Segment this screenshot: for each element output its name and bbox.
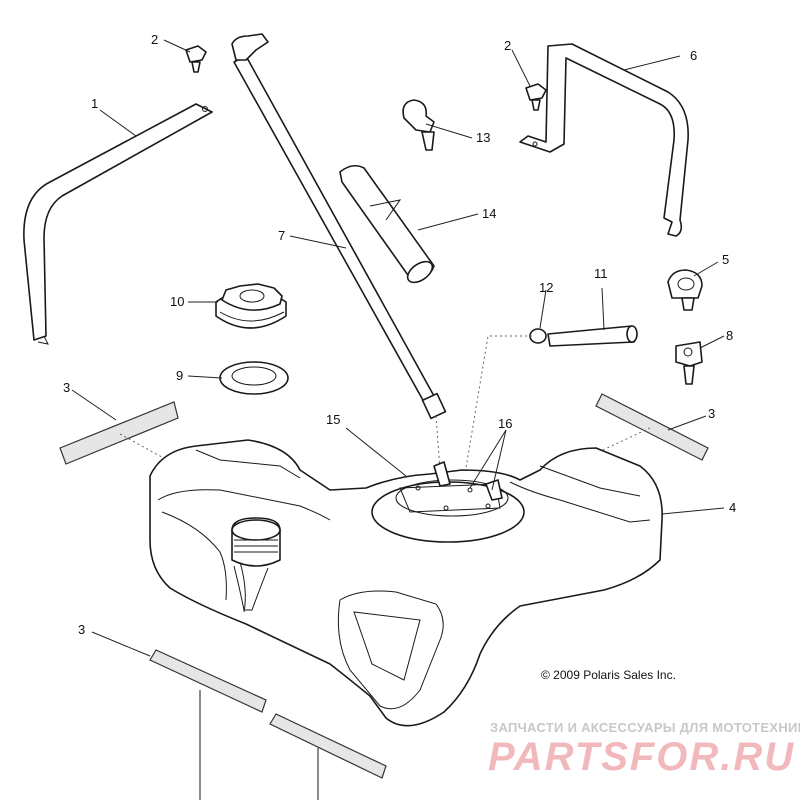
callout-13: 13 bbox=[476, 130, 490, 145]
leader-lines bbox=[71, 39, 725, 657]
part-2-bolt-left bbox=[185, 45, 207, 73]
watermark: ЗАПЧАСТИ И АКСЕССУАРЫ ДЛЯ МОТОТЕХНИКИ PA… bbox=[488, 720, 800, 779]
part-3-pad-bottom-1 bbox=[149, 649, 267, 800]
part-7-vent-hose bbox=[231, 33, 447, 471]
part-11-hose bbox=[547, 325, 638, 347]
callout-7: 7 bbox=[278, 228, 285, 243]
callout-2-left: 2 bbox=[151, 32, 158, 47]
part-5-clamp bbox=[667, 269, 703, 311]
callout-10: 10 bbox=[170, 294, 184, 309]
part-14-sleeve bbox=[339, 164, 435, 284]
callout-8: 8 bbox=[726, 328, 733, 343]
part-2-bolt-right bbox=[525, 83, 547, 111]
part-1-left-strap bbox=[23, 103, 213, 345]
part-6-right-strap bbox=[519, 43, 689, 237]
watermark-tagline: ЗАПЧАСТИ И АКСЕССУАРЫ ДЛЯ МОТОТЕХНИКИ bbox=[490, 720, 800, 735]
part-12-clamp bbox=[529, 328, 547, 344]
copyright-notice: © 2009 Polaris Sales Inc. bbox=[541, 668, 676, 682]
callout-11: 11 bbox=[594, 266, 608, 281]
callouts: 1 2 2 3 3 3 4 5 6 7 8 9 10 11 12 13 14 1… bbox=[63, 32, 736, 637]
callout-9: 9 bbox=[176, 368, 183, 383]
part-8-fitting bbox=[675, 341, 703, 385]
callout-14: 14 bbox=[482, 206, 496, 221]
part-3-pad-right bbox=[559, 393, 709, 471]
callout-4: 4 bbox=[729, 500, 736, 515]
callout-15: 15 bbox=[326, 412, 340, 427]
part-3-pad-bottom-2 bbox=[269, 713, 387, 800]
watermark-brand: PARTSFOR.RU bbox=[488, 735, 795, 779]
part-10-cap bbox=[215, 283, 287, 329]
callout-6: 6 bbox=[690, 48, 697, 63]
callout-12: 12 bbox=[539, 280, 553, 295]
part-11-centerline bbox=[465, 335, 532, 469]
callout-5: 5 bbox=[722, 252, 729, 267]
callout-3-bottom: 3 bbox=[78, 622, 85, 637]
callout-3-right: 3 bbox=[708, 406, 715, 421]
part-4-fuel-tank bbox=[149, 439, 663, 727]
callout-3-left: 3 bbox=[63, 380, 70, 395]
part-9-gasket bbox=[219, 361, 289, 395]
callout-16: 16 bbox=[498, 416, 512, 431]
callout-1: 1 bbox=[91, 96, 98, 111]
callout-2-right: 2 bbox=[504, 38, 511, 53]
